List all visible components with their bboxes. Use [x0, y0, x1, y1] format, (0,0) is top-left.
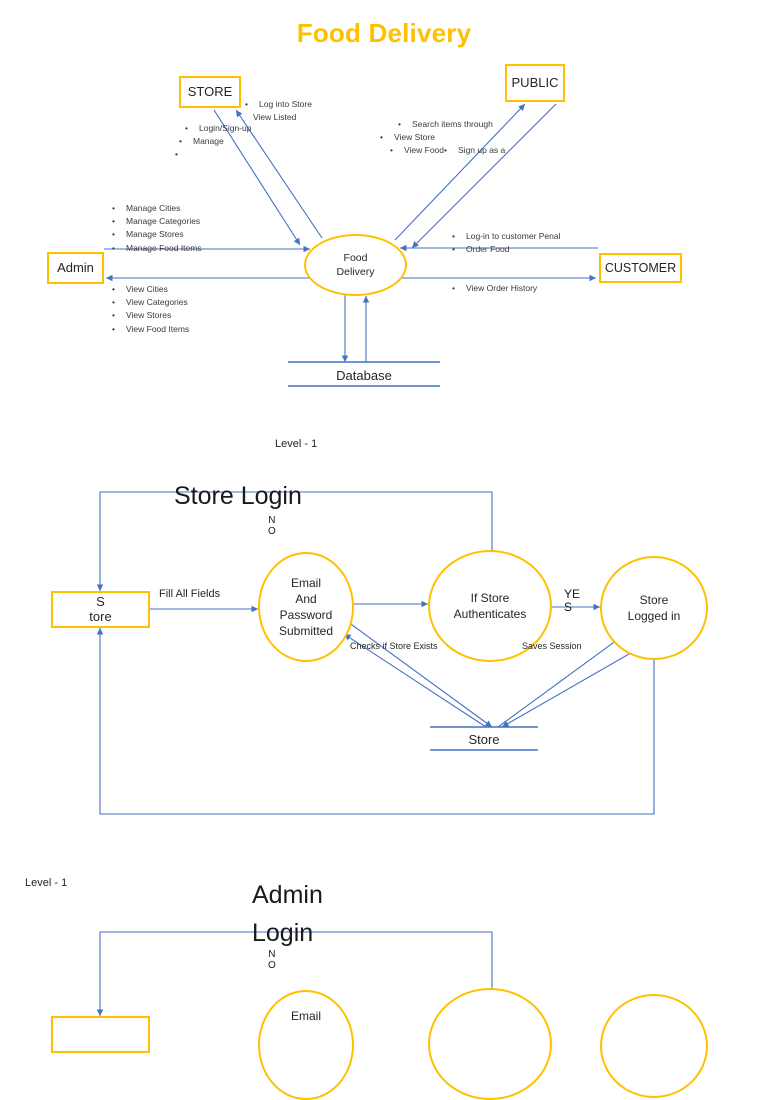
process-if-store-authenticates[interactable]: If Store Authenticates — [428, 550, 552, 662]
datastore-store: Store — [430, 729, 538, 750]
annotation-text: Manage — [193, 136, 224, 147]
entity-customer-label: CUSTOMER — [604, 260, 677, 275]
annotation-public-flows: •Search items through •View Store •View … — [380, 119, 506, 156]
flow-label-saves-session: Saves Session — [522, 641, 582, 651]
process-1-line4: Submitted — [278, 624, 334, 639]
process-admin-logged-in[interactable] — [600, 994, 708, 1098]
yes-branch-line1: YE — [564, 587, 581, 601]
process-admin-email-submitted[interactable]: Email — [258, 990, 354, 1100]
flow-label-fill-all-fields: Fill All Fields — [159, 588, 220, 600]
admin-login-no-branch-label: N O — [268, 949, 276, 971]
entity-public-label: PUBLIC — [511, 74, 559, 90]
annotation-text: View Store — [394, 132, 435, 143]
store-login-heading: Store Login — [174, 482, 302, 511]
entity-store-login-line1: S — [96, 593, 105, 609]
process-store-logged-in[interactable]: Store Logged in — [600, 556, 708, 660]
process-admin-authenticates[interactable] — [428, 988, 552, 1100]
page-title: Food Delivery — [296, 18, 472, 48]
entity-admin-label: Admin — [57, 259, 94, 275]
process-2-line2: Authenticates — [453, 607, 527, 621]
no-branch-line2: O — [268, 959, 276, 971]
annotation-store-flows-in: •Log into Store View Listed — [245, 99, 312, 123]
annotation-text: Manage Stores — [126, 229, 184, 240]
entity-store[interactable]: STORE — [179, 76, 241, 108]
annotation-text: Log-in to customer Penal — [466, 231, 561, 241]
annotation-customer-flows-in: •Log-in to customer Penal •Order Food — [452, 231, 561, 255]
annotation-text: View Categories — [126, 297, 188, 308]
datastore-database-label: Database — [336, 367, 392, 383]
process-3-line2: Logged in — [627, 609, 681, 623]
annotation-text: Order Food — [466, 244, 510, 255]
flow-label-text: Checks if Store Exists — [350, 641, 438, 651]
annotation-text: Sign up as a — [458, 145, 506, 156]
process-1-line1: Email — [290, 575, 321, 590]
annotation-admin-flows-out: •View Cities •View Categories •View Stor… — [112, 284, 190, 334]
store-login-no-branch-label: N O — [268, 515, 276, 537]
entity-store-login[interactable]: S tore — [51, 591, 150, 628]
process-1-line3: Password — [279, 608, 333, 622]
store-login-heading-text: Store Login — [174, 482, 302, 510]
annotation-text: Manage Cities — [126, 203, 181, 213]
entity-public[interactable]: PUBLIC — [505, 64, 565, 102]
entity-admin[interactable]: Admin — [47, 252, 104, 284]
yes-branch-label: YE S — [564, 588, 580, 613]
entity-store-login-line2: tore — [89, 608, 112, 624]
admin-process-1-line1: Email — [290, 1009, 321, 1023]
annotation-text: View Food — [404, 145, 445, 156]
diagram-page: Food Delivery — [25, 18, 708, 1100]
flow-label-text: Fill All Fields — [159, 588, 221, 600]
annotation-text: View Cities — [126, 284, 168, 294]
entity-admin-login[interactable] — [51, 1016, 150, 1053]
datastore-store-label: Store — [468, 732, 500, 747]
annotation-admin-flows-in: •Manage Cities •Manage Categories •Manag… — [112, 203, 202, 253]
annotation-text: Search items through — [412, 119, 493, 129]
datastore-database: Database — [288, 364, 440, 386]
process-email-password-submitted[interactable]: Email And Password Submitted — [258, 552, 354, 662]
annotation-text: Manage Categories — [126, 216, 201, 227]
annotation-text: Log into Store — [259, 99, 312, 109]
process-food-delivery[interactable]: Food Delivery — [304, 234, 407, 296]
annotation-text: Login/Sign-up — [199, 123, 252, 133]
no-branch-line1: N — [268, 515, 276, 526]
annotation-text: View Listed — [253, 112, 297, 123]
annotation-text: View Stores — [126, 310, 172, 321]
level-label-text: Level - 1 — [275, 438, 318, 450]
entity-customer[interactable]: CUSTOMER — [599, 253, 682, 283]
admin-login-heading-line1: Admin — [252, 881, 323, 909]
admin-login-heading: Admin Login — [252, 877, 323, 952]
process-1-line2: And — [295, 591, 317, 606]
process-food-delivery-line1: Food — [343, 251, 368, 264]
entity-store-label: STORE — [187, 83, 233, 99]
process-food-delivery-line2: Delivery — [336, 266, 375, 278]
annotation-text: Manage Food Items — [126, 242, 202, 253]
level-label-text: Level - 1 — [25, 877, 68, 889]
process-2-line1: If Store — [470, 590, 510, 605]
no-branch-line1: N — [268, 949, 276, 960]
annotation-store-flows-out: •Login/Sign-up •Manage • — [175, 123, 252, 160]
store-login-level-label: Level - 1 — [275, 438, 317, 450]
admin-login-level-label: Level - 1 — [25, 877, 67, 889]
no-branch-line2: O — [268, 525, 276, 537]
annotation-text: View Food Items — [126, 323, 190, 334]
yes-branch-line2: S — [564, 599, 573, 614]
process-3-line1: Store — [639, 592, 669, 607]
flow-label-checks-if-store-exists: Checks if Store Exists — [350, 641, 438, 651]
flow-label-text: Saves Session — [522, 641, 582, 651]
annotation-text: View Order History — [466, 283, 538, 293]
admin-login-heading-line2: Login — [252, 918, 314, 947]
annotation-customer-flows-out: •View Order History — [452, 283, 538, 293]
